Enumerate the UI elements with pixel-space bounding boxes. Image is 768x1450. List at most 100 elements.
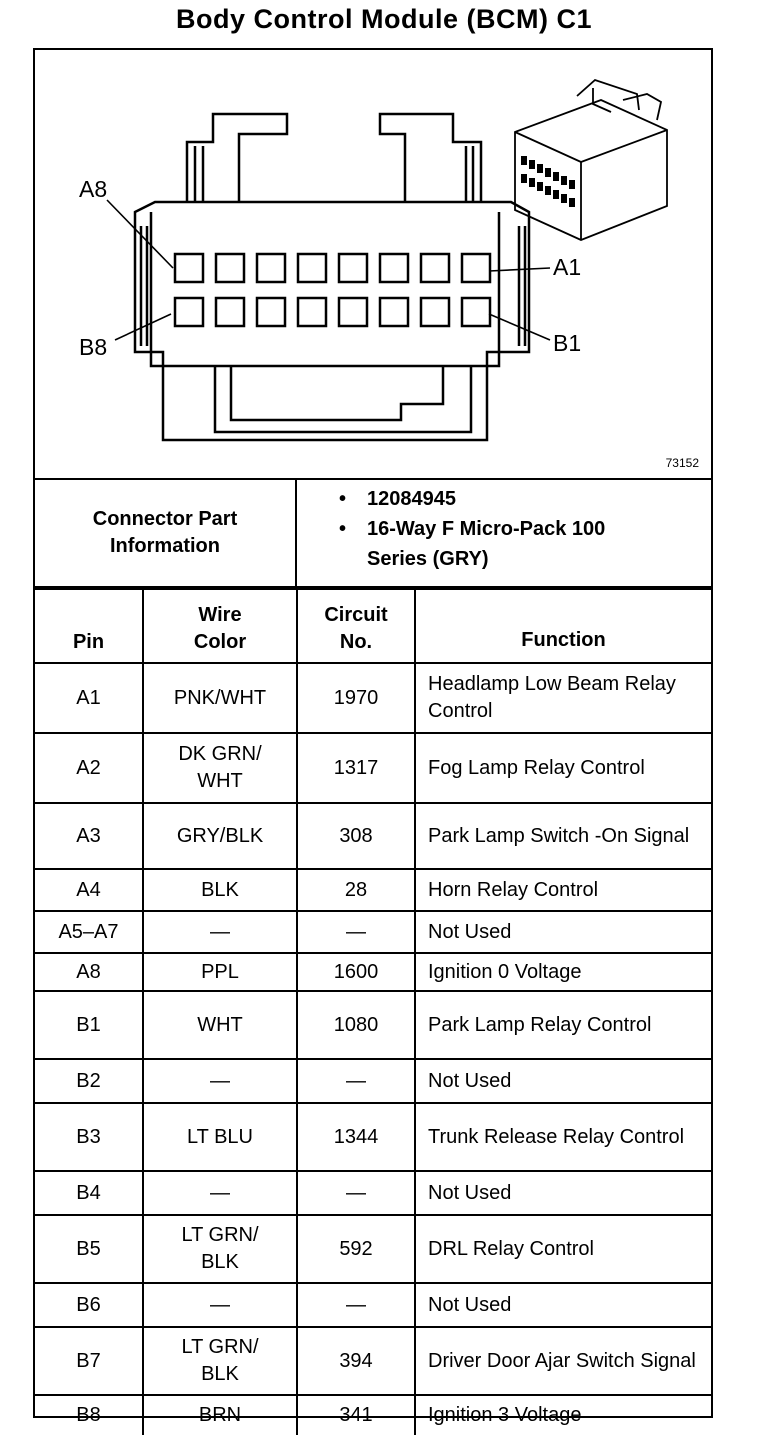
header-circuit-no: Circuit No. [296, 588, 416, 664]
pin-label-a1: A1 [553, 254, 582, 280]
function-cell: Not Used [414, 1058, 711, 1104]
function-cell: Headlamp Low Beam Relay Control [414, 662, 711, 734]
cavity-b3 [378, 296, 410, 328]
wire-color-cell: — [142, 1282, 298, 1328]
pin-cell: B5 [35, 1214, 144, 1284]
circuit-cell: 341 [296, 1394, 416, 1435]
table-row: A5–A7——Not Used [35, 910, 711, 954]
circuit-cell: — [296, 1170, 416, 1216]
terminal-cavities [173, 252, 492, 328]
wire-color-cell: BLK [142, 868, 298, 912]
wire-color-cell: LT GRN/ BLK [142, 1214, 298, 1284]
cavity-a1 [460, 252, 492, 284]
cavity-a6 [255, 252, 287, 284]
page-title: Body Control Module (BCM) C1 [176, 4, 592, 34]
pin-cell: B1 [35, 990, 144, 1060]
pin-cell: A8 [35, 952, 144, 992]
cavity-a8 [173, 252, 205, 284]
wire-color-cell: LT BLU [142, 1102, 298, 1172]
function-cell: DRL Relay Control [414, 1214, 711, 1284]
cavity-a2 [419, 252, 451, 284]
pin-cell: B6 [35, 1282, 144, 1328]
wire-color-cell: BRN [142, 1394, 298, 1435]
wire-color-cell: LT GRN/ BLK [142, 1326, 298, 1396]
pin-label-b1: B1 [553, 330, 582, 356]
function-cell: Ignition 0 Voltage [414, 952, 711, 992]
wire-color-cell: DK GRN/ WHT [142, 732, 298, 804]
pin-cell: A1 [35, 662, 144, 734]
part-info-list: •12084945 •16-Way F Micro-Pack 100 Serie… [297, 484, 711, 574]
pin-cell: B8 [35, 1394, 144, 1435]
circuit-cell: — [296, 1282, 416, 1328]
connector-sheet: A8 A1 B8 B1 73152 Connector Part Informa… [33, 48, 713, 1435]
connector-type-item: •16-Way F Micro-Pack 100 Series (GRY) [339, 518, 606, 570]
function-cell: Park Lamp Relay Control [414, 990, 711, 1060]
circuit-cell: 1600 [296, 952, 416, 992]
wire-color-cell: — [142, 1058, 298, 1104]
function-cell: Park Lamp Switch -On Signal [414, 802, 711, 870]
circuit-cell: — [296, 910, 416, 954]
function-cell: Driver Door Ajar Switch Signal [414, 1326, 711, 1396]
function-cell: Horn Relay Control [414, 868, 711, 912]
function-cell: Ignition 3 Voltage [414, 1394, 711, 1435]
cavity-a3 [378, 252, 410, 284]
wire-color-cell: — [142, 910, 298, 954]
header-function: Function [414, 588, 711, 664]
function-cell: Trunk Release Relay Control [414, 1102, 711, 1172]
wire-color-cell: PNK/WHT [142, 662, 298, 734]
circuit-cell: 592 [296, 1214, 416, 1284]
pin-cell: B4 [35, 1170, 144, 1216]
left-latch [185, 112, 289, 202]
cavity-b4 [337, 296, 369, 328]
cavity-a5 [296, 252, 328, 284]
cavity-b8 [173, 296, 205, 328]
cavity-b5 [296, 296, 328, 328]
table-header-row: Pin Wire Color Circuit No. Function [35, 588, 711, 664]
connector-iso-view [514, 78, 668, 241]
connector-body [133, 200, 531, 442]
function-cell: Fog Lamp Relay Control [414, 732, 711, 804]
pin-cell: B2 [35, 1058, 144, 1104]
pin-cell: B3 [35, 1102, 144, 1172]
pin-cell: A3 [35, 802, 144, 870]
function-cell: Not Used [414, 1170, 711, 1216]
pin-cell: A5–A7 [35, 910, 144, 954]
wire-color-cell: — [142, 1170, 298, 1216]
pin-label-a8: A8 [79, 176, 108, 202]
connector-diagram: A8 A1 B8 B1 73152 [35, 50, 711, 480]
cavity-b1 [460, 296, 492, 328]
wire-color-cell: PPL [142, 952, 298, 992]
pin-label-b8: B8 [79, 334, 108, 360]
circuit-cell: 1970 [296, 662, 416, 734]
right-latch [378, 112, 483, 202]
circuit-cell: 1317 [296, 732, 416, 804]
circuit-cell: 308 [296, 802, 416, 870]
cavity-b7 [214, 296, 246, 328]
circuit-cell: 28 [296, 868, 416, 912]
pin-cell: B7 [35, 1326, 144, 1396]
cavity-b2 [419, 296, 451, 328]
function-cell: Not Used [414, 1282, 711, 1328]
function-cell: Not Used [414, 910, 711, 954]
connector-part-info: Connector Part Information •12084945 •16… [35, 480, 711, 588]
connector-face-drawing [106, 78, 668, 442]
header-pin: Pin [35, 588, 144, 664]
circuit-cell: 1080 [296, 990, 416, 1060]
wire-color-cell: WHT [142, 990, 298, 1060]
circuit-cell: — [296, 1058, 416, 1104]
figure-number: 73152 [665, 456, 699, 470]
table-row: B6——Not Used [35, 1282, 711, 1328]
circuit-cell: 394 [296, 1326, 416, 1396]
circuit-cell: 1344 [296, 1102, 416, 1172]
